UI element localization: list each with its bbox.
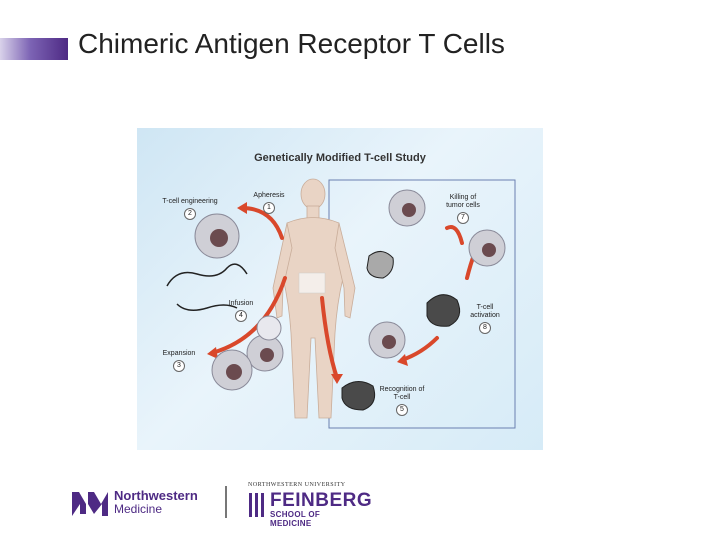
logo-divider [225,486,227,518]
figure-illustration [166,178,516,429]
feinberg-pillars-icon [249,493,264,517]
patient-figure [272,178,356,419]
medicine-label: Medicine [114,502,163,516]
feinberg-label: FEINBERG [270,490,373,511]
slide-title: Chimeric Antigen Receptor T Cells [78,28,505,59]
northwestern-university-label: NORTHWESTERN UNIVERSITY [248,482,346,488]
cell-nuclei [210,203,496,380]
car-t-figure: Genetically Modified T-cell Study [137,128,543,450]
patient-cover [298,272,326,294]
northwestern-label: Northwestern [114,488,198,503]
figure-title: Genetically Modified T-cell Study [254,152,426,164]
footer-logos: Northwestern Medicine NORTHWESTERN UNIVE… [72,482,372,528]
northwestern-medicine-logo-icon [72,492,108,516]
tumor-cells [341,251,461,411]
school-of-medicine-label: SCHOOL OF MEDICINE [270,510,321,528]
arrow-heads [207,202,408,384]
title-accent-bar [0,38,68,60]
dna-vector [166,263,248,311]
